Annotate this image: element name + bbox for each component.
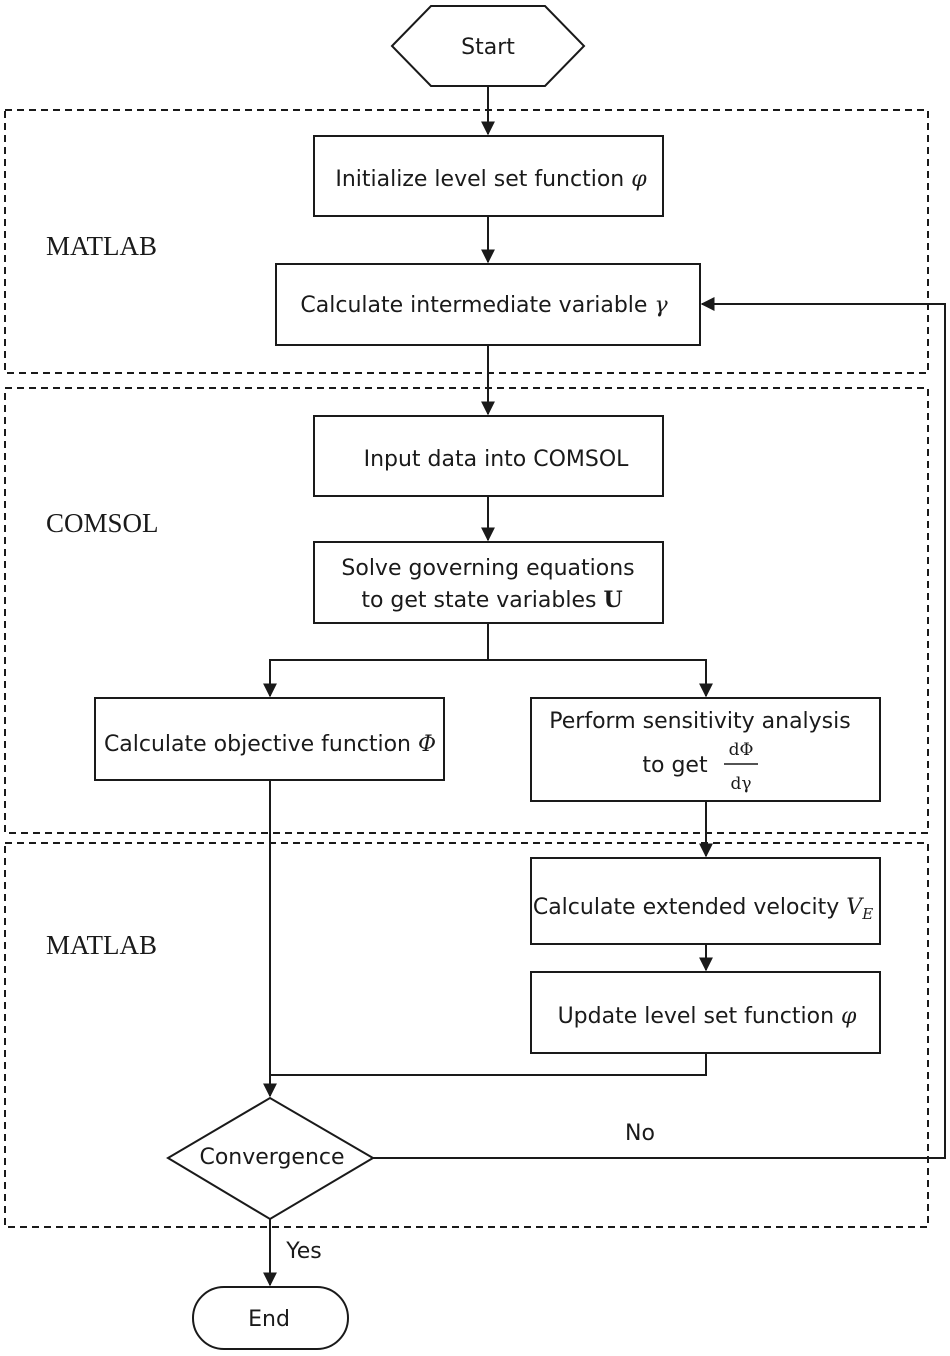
group-label-matlab-top: MATLAB bbox=[46, 231, 157, 261]
end-node bbox=[192, 1286, 349, 1350]
solve-label-line2: to get state variables U bbox=[361, 587, 622, 613]
input-data-label: Input data into COMSOL bbox=[364, 447, 630, 472]
arrow-convergence-no-loop bbox=[373, 297, 946, 1159]
group-comsol bbox=[4, 387, 929, 834]
convergence-label: Convergence bbox=[199, 1145, 344, 1170]
solve-label-line1: Solve governing equations bbox=[341, 556, 634, 581]
init-label: Initialize level set function φ bbox=[335, 167, 647, 192]
start-node bbox=[390, 5, 586, 87]
sensitivity-node bbox=[530, 697, 881, 802]
line-update-to-merge bbox=[270, 1053, 707, 1076]
end-label: End bbox=[248, 1307, 290, 1332]
sensitivity-fraction-denominator: dγ bbox=[730, 774, 751, 794]
calc-gamma-label: Calculate intermediate variable γ bbox=[300, 293, 668, 318]
arrow-solve-to-sensitivity bbox=[488, 659, 713, 698]
velocity-label: Calculate extended velocity VE bbox=[533, 895, 873, 923]
update-label: Update level set function φ bbox=[558, 1004, 857, 1029]
sensitivity-fraction-numerator: dΦ bbox=[729, 740, 754, 760]
group-label-matlab-bottom: MATLAB bbox=[46, 930, 157, 960]
start-label: Start bbox=[461, 35, 515, 60]
group-label-comsol: COMSOL bbox=[46, 508, 159, 538]
objective-label: Calculate objective function Φ bbox=[104, 732, 436, 757]
init-node bbox=[313, 135, 664, 217]
input-data-node bbox=[313, 415, 664, 497]
sensitivity-label-line2: to get bbox=[642, 753, 708, 778]
solve-node bbox=[313, 541, 664, 624]
objective-node bbox=[94, 697, 445, 781]
group-matlab-bottom bbox=[4, 842, 929, 1228]
edge-label-no: No bbox=[625, 1121, 655, 1146]
group-matlab-top bbox=[4, 109, 929, 374]
arrow-solve-to-objective bbox=[263, 623, 489, 698]
edge-label-yes: Yes bbox=[285, 1239, 322, 1264]
sensitivity-label-line1: Perform sensitivity analysis bbox=[549, 709, 850, 734]
